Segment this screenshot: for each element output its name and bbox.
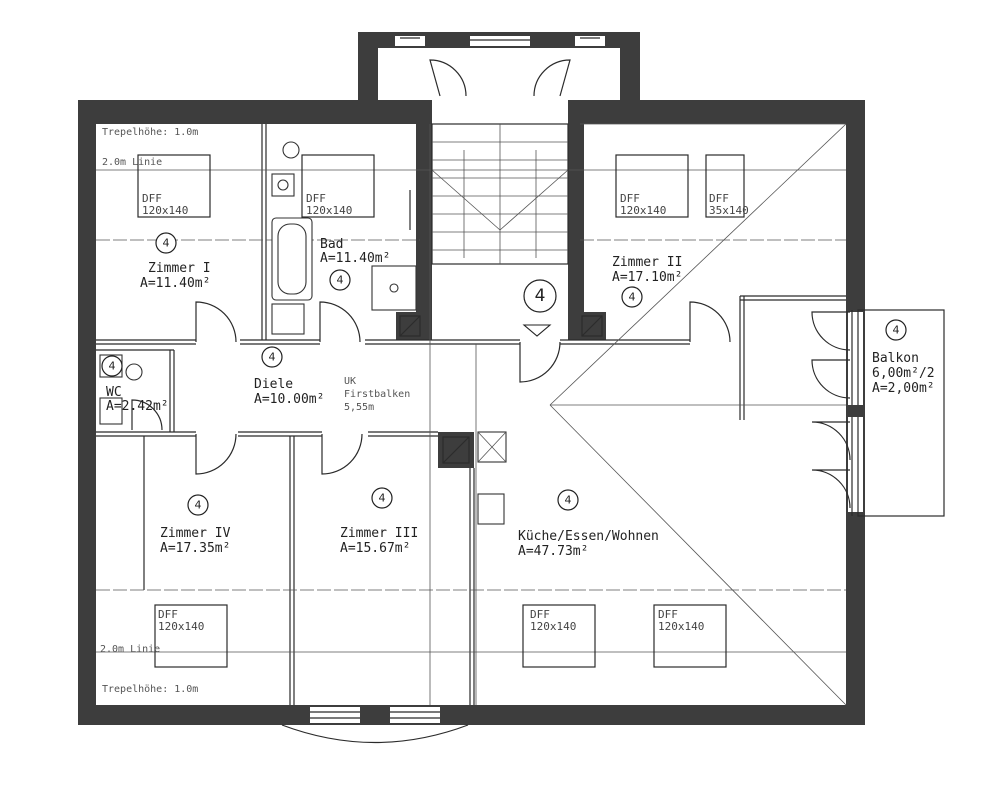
svg-text:4: 4	[629, 291, 636, 304]
skylight-size: 35x140	[709, 204, 749, 217]
marker-circle: 4	[187, 494, 209, 516]
skylight-size: 120x140	[658, 620, 704, 633]
svg-text:4: 4	[195, 499, 202, 512]
marker-circle: 4	[155, 232, 177, 254]
bathroom-fixtures	[99, 141, 603, 525]
line-label-bottom: 2.0m Linie	[100, 644, 160, 655]
svg-text:4: 4	[109, 360, 116, 373]
skylight-type: DFF	[709, 192, 729, 205]
room-area-wc: A=2.42m²	[106, 399, 169, 414]
svg-text:4: 4	[379, 492, 386, 505]
staircase	[431, 123, 569, 337]
marker-circle: 4	[101, 355, 123, 377]
room-area-zimmer-2: A=17.10m²	[612, 270, 682, 285]
interior-walls	[96, 124, 846, 705]
room-area-zimmer-4: A=17.35m²	[160, 541, 230, 556]
skylight-size: 120x140	[158, 620, 204, 633]
skylight-type: DFF	[530, 608, 550, 621]
ridge-label-1: UK	[344, 376, 356, 387]
skylight-type: DFF	[142, 192, 162, 205]
marker-circle: 4	[371, 487, 393, 509]
marker-circle: 4	[329, 269, 351, 291]
skylight-type: DFF	[620, 192, 640, 205]
room-area-balkon: A=2,00m²	[872, 381, 935, 396]
height-lines	[96, 169, 846, 653]
room-markers: 4 4 4 4 4 4 4 4 4 4	[101, 232, 907, 516]
svg-text:4: 4	[337, 274, 344, 287]
marker-circle: 4	[523, 279, 557, 313]
skylight-size: 120x140	[530, 620, 576, 633]
wall-openings	[310, 36, 863, 723]
ridge-annotation: UK Firstbalken 5,55m	[344, 376, 410, 413]
svg-text:4: 4	[565, 494, 572, 507]
top-notes: Trepelhöhe: 1.0m 2.0m Linie 2.0m Linie T…	[100, 127, 198, 695]
room-name-zimmer-4: Zimmer IV	[160, 526, 231, 541]
roof-lines	[429, 123, 847, 706]
skylights	[137, 154, 745, 668]
skylight-size: 120x140	[306, 204, 352, 217]
marker-circle: 4	[621, 286, 643, 308]
stair-height-bottom: Trepelhöhe: 1.0m	[102, 684, 198, 695]
skylight-size: 120x140	[620, 204, 666, 217]
skylight-type: DFF	[306, 192, 326, 205]
svg-text:4: 4	[893, 324, 900, 337]
ridge-label-2: Firstbalken	[344, 389, 410, 400]
room-name-zimmer-2: Zimmer II	[612, 255, 682, 270]
room-name-zimmer-1: Zimmer I	[148, 261, 211, 276]
svg-text:4: 4	[163, 237, 170, 250]
svg-text:4: 4	[535, 286, 546, 306]
ridge-label-3: 5,55m	[344, 402, 374, 413]
skylight-type: DFF	[158, 608, 178, 621]
room-area-zimmer-3: A=15.67m²	[340, 541, 410, 556]
skylight-type: DFF	[658, 608, 678, 621]
skylight-labels: DFF 120x140 DFF 120x140 DFF 120x140 DFF …	[142, 192, 749, 633]
room-area-zimmer-1: A=11.40m²	[140, 276, 210, 291]
room-name-wc: WC	[106, 385, 122, 400]
room-name-balkon: Balkon	[872, 351, 919, 366]
room-area-bad: A=11.40m²	[320, 251, 390, 266]
room-name-zimmer-3: Zimmer III	[340, 526, 418, 541]
room-name-kueche: Küche/Essen/Wohnen	[518, 529, 659, 544]
room-name-diele: Diele	[254, 377, 293, 392]
bay-window-arc	[281, 724, 469, 744]
skylight-size: 120x140	[142, 204, 188, 217]
marker-circle: 4	[261, 346, 283, 368]
marker-circle: 4	[557, 489, 579, 511]
room-name-bad: Bad	[320, 237, 343, 252]
room-area-kueche: A=47.73m²	[518, 544, 588, 559]
stair-height-top: Trepelhöhe: 1.0m	[102, 127, 198, 138]
line-label-top: 2.0m Linie	[102, 157, 162, 168]
room-labels: Zimmer I A=11.40m² Bad A=11.40m² Zimmer …	[106, 237, 935, 559]
room-area-diele: A=10.00m²	[254, 392, 324, 407]
room-area-calc-balkon: 6,00m²/2	[872, 366, 935, 381]
balcony	[846, 309, 945, 517]
doors	[131, 59, 851, 509]
marker-circle: 4	[885, 319, 907, 341]
svg-text:4: 4	[269, 351, 276, 364]
